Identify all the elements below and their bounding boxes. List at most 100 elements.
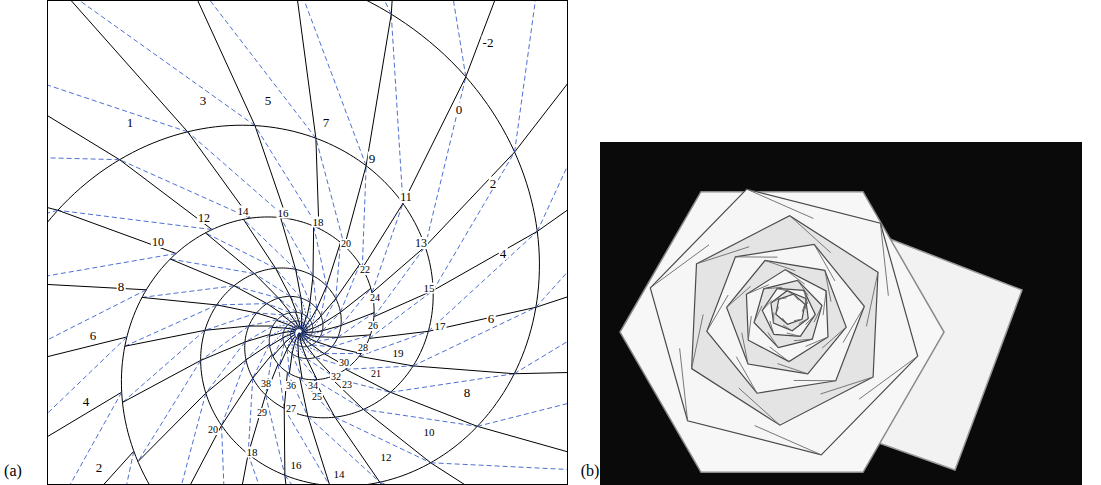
mountain-crease — [359, 356, 413, 366]
vertex-number: 28 — [357, 343, 369, 353]
valley-crease — [313, 276, 317, 309]
vertex-number: 2 — [95, 461, 104, 474]
mountain-crease — [338, 335, 371, 337]
valley-crease — [188, 132, 287, 219]
vertex-number: 7 — [322, 116, 331, 129]
petal-fold — [680, 348, 688, 420]
mountain-crease — [374, 290, 433, 316]
valley-crease — [84, 451, 134, 484]
petal-fold — [779, 298, 787, 299]
mountain-crease — [296, 312, 299, 321]
mountain-crease — [217, 305, 257, 313]
mountain-crease — [267, 304, 284, 315]
valley-crease — [222, 425, 227, 484]
petal-fold — [776, 307, 779, 315]
mountain-crease — [205, 326, 249, 330]
vertex-number: 19 — [392, 348, 405, 359]
valley-crease — [311, 331, 323, 336]
valley-crease — [292, 334, 295, 340]
petal-fold — [692, 314, 704, 368]
mountain-crease — [362, 203, 403, 268]
mountain-crease — [48, 152, 58, 210]
mountain-crease — [413, 366, 514, 374]
mountain-crease — [321, 299, 336, 316]
valley-crease — [201, 326, 249, 360]
valley-crease — [298, 345, 307, 358]
valley-crease — [374, 247, 425, 317]
valley-crease — [205, 233, 275, 268]
valley-crease — [48, 392, 122, 484]
mountain-crease — [304, 316, 306, 324]
valley-crease — [279, 298, 297, 312]
valley-crease — [249, 319, 278, 326]
valley-crease — [363, 409, 477, 426]
valley-crease — [222, 360, 246, 426]
valley-crease — [294, 1, 366, 166]
vertex-number: 1 — [126, 116, 135, 129]
valley-crease — [125, 305, 217, 346]
mountain-crease — [537, 104, 567, 232]
rose-petal — [692, 216, 878, 426]
valley-crease — [272, 325, 288, 328]
petal-fold — [765, 261, 795, 271]
vertex-number: 18 — [312, 217, 325, 228]
mountain-crease — [302, 332, 304, 333]
mountain-crease — [336, 264, 360, 299]
vertex-number: 4 — [499, 247, 508, 260]
valley-crease — [303, 324, 305, 329]
vertex-number: 6 — [89, 329, 98, 342]
valley-crease — [206, 342, 245, 393]
mountain-crease — [320, 336, 338, 337]
valley-crease — [312, 324, 323, 333]
rose-petal — [707, 244, 864, 393]
vertex-number: 14 — [237, 206, 250, 217]
mountain-crease — [316, 138, 319, 228]
valley-crease — [307, 320, 310, 329]
valley-crease — [278, 364, 284, 408]
mountain-crease — [288, 325, 294, 328]
vertex-number: 25 — [311, 392, 323, 402]
valley-crease — [316, 138, 345, 246]
panel-label: (b) — [580, 463, 601, 479]
mountain-crease — [285, 328, 292, 329]
petal-fold — [739, 388, 780, 425]
valley-crease — [391, 14, 403, 203]
vertex-number: 24 — [369, 293, 381, 303]
mountain-crease — [310, 309, 316, 321]
mountain-crease — [308, 338, 316, 342]
rose-petal — [776, 294, 805, 324]
vertex-number: 4 — [82, 395, 91, 408]
valley-crease — [433, 152, 514, 290]
vertex-number: 0 — [455, 103, 464, 116]
valley-crease — [48, 337, 127, 475]
valley-crease — [413, 307, 536, 366]
valley-crease — [223, 1, 391, 14]
vertex-number: 20 — [207, 425, 219, 435]
mountain-crease — [302, 347, 306, 359]
rose-petal — [727, 261, 847, 374]
valley-crease — [536, 104, 567, 308]
mountain-crease — [303, 340, 307, 346]
mountain-crease — [310, 276, 313, 303]
valley-crease — [255, 126, 319, 229]
valley-crease — [291, 330, 296, 331]
valley-crease — [289, 313, 299, 321]
vertex-number: 8 — [463, 386, 472, 399]
valley-crease — [58, 210, 212, 229]
valley-crease — [304, 335, 310, 336]
mountain-crease — [308, 416, 330, 484]
petal-fold — [794, 319, 802, 320]
valley-crease — [302, 347, 315, 358]
valley-crease — [294, 327, 298, 328]
valley-crease — [234, 286, 279, 298]
mountain-crease — [58, 210, 176, 253]
valley-crease — [372, 203, 403, 292]
petal-fold — [794, 380, 836, 381]
mountain-crease — [257, 313, 278, 319]
mountain-crease — [299, 334, 300, 336]
mountain-crease — [313, 226, 315, 276]
valley-crease — [296, 269, 310, 302]
valley-crease — [341, 288, 371, 325]
valley-crease — [314, 226, 327, 286]
vertex-number: 32 — [330, 372, 342, 382]
